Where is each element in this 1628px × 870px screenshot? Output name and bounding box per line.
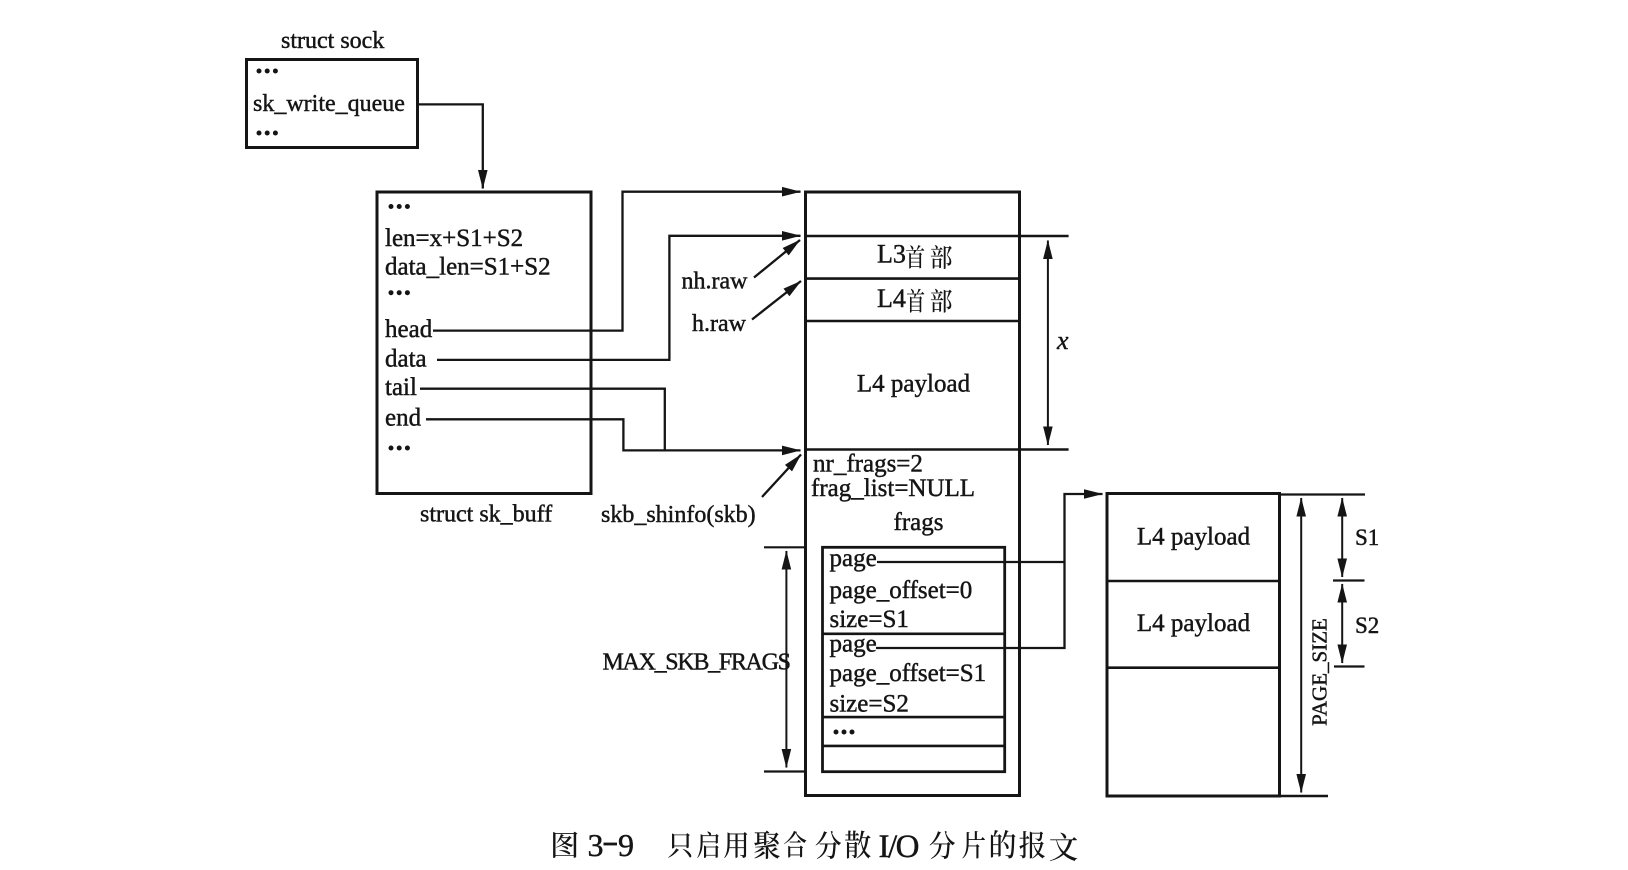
svg-text:data_len=S1+S2: data_len=S1+S2 <box>385 254 551 281</box>
svg-text:size=S1: size=S1 <box>830 606 909 633</box>
svg-text:tail: tail <box>385 374 417 401</box>
svg-text:MAX_SKB_FRAGS: MAX_SKB_FRAGS <box>603 650 790 676</box>
svg-text:x: x <box>1056 326 1069 355</box>
svg-text:frag_list=NULL: frag_list=NULL <box>811 475 975 502</box>
svg-text:frags: frags <box>894 509 944 536</box>
svg-text:L3: L3 <box>877 240 906 269</box>
svg-text:skb_shinfo(skb): skb_shinfo(skb) <box>601 502 756 528</box>
svg-text:struct sk_buff: struct sk_buff <box>420 502 552 528</box>
svg-text:S1: S1 <box>1355 525 1379 550</box>
svg-text:9: 9 <box>618 827 634 863</box>
svg-text:end: end <box>385 405 422 432</box>
svg-text:page: page <box>830 545 877 572</box>
svg-text:nr_frags=2: nr_frags=2 <box>813 451 923 478</box>
svg-text:page: page <box>830 631 877 658</box>
svg-text:data: data <box>385 346 427 373</box>
svg-text:h.raw: h.raw <box>692 311 747 337</box>
svg-text:L4: L4 <box>877 284 906 313</box>
svg-text:L4 payload: L4 payload <box>857 371 971 398</box>
svg-text:sk_write_queue: sk_write_queue <box>253 91 405 117</box>
svg-text:page_offset=S1: page_offset=S1 <box>830 660 987 687</box>
svg-text:page_offset=0: page_offset=0 <box>830 577 973 604</box>
svg-text:L4 payload: L4 payload <box>1137 524 1251 551</box>
svg-text:nh.raw: nh.raw <box>682 269 749 295</box>
svg-text:len=x+S1+S2: len=x+S1+S2 <box>385 225 523 252</box>
svg-text:I/O: I/O <box>879 829 919 865</box>
svg-text:S2: S2 <box>1355 613 1379 638</box>
svg-text:PAGE_SIZE: PAGE_SIZE <box>1308 618 1332 726</box>
svg-text:size=S2: size=S2 <box>830 691 909 718</box>
svg-text:3: 3 <box>588 827 604 863</box>
svg-text:head: head <box>385 316 433 343</box>
svg-text:L4 payload: L4 payload <box>1137 610 1251 637</box>
svg-text:struct sock: struct sock <box>281 28 384 54</box>
